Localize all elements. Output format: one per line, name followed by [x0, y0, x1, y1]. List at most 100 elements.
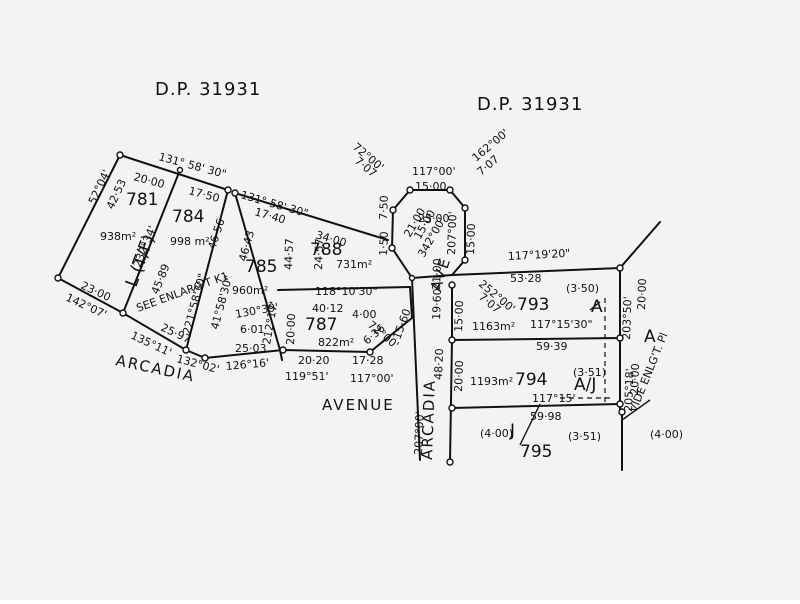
dimension-label: 15·00: [452, 300, 466, 332]
survey-mark: [446, 458, 454, 466]
dimension-label: 117°00': [412, 165, 456, 178]
dimension-label: 15·00: [415, 180, 447, 193]
dimension-label: 7·50: [377, 195, 391, 220]
dimension-label: 17·50: [187, 184, 221, 205]
survey-mark: [446, 186, 454, 194]
dimension-label: 59·39: [536, 340, 568, 353]
lot-area: 1193m²: [470, 375, 513, 388]
lot-area: 998 m²: [170, 235, 210, 248]
survey-mark: [279, 346, 287, 354]
lot-number: 787: [305, 315, 337, 335]
dimension-label: 207°00': [412, 411, 427, 455]
dimension-label: 20·00: [628, 363, 642, 395]
dimension-label: 6·01: [240, 323, 265, 336]
lot-number: 795: [520, 442, 552, 462]
boundary-793-794: [451, 337, 621, 341]
annotation-a-mid: A: [644, 327, 656, 347]
survey-mark: [119, 309, 127, 317]
boundary-octagon-south: [411, 277, 421, 461]
dimension-label: 25·00: [418, 212, 450, 225]
boundary-788-787: [277, 286, 411, 291]
lot-number: 785: [245, 257, 277, 277]
lot-area: 960m²: [232, 284, 268, 297]
dimension-label: 59·98: [530, 410, 562, 423]
dimension-label: 207°00': [445, 211, 460, 255]
easement-lines: [519, 298, 651, 446]
dimension-label: 46·56: [205, 217, 227, 251]
dimension-label: 40·12: [312, 302, 344, 315]
lot-area: 731m²: [336, 258, 372, 271]
dimension-label: 118°10'30": [315, 285, 378, 298]
dimension-label: 24·57: [312, 238, 326, 270]
survey-mark: [231, 189, 239, 197]
survey-mark: [389, 206, 397, 214]
dimension-label: 17·28: [352, 354, 384, 367]
lot-number: 788: [310, 240, 342, 260]
dimension-label: 221°58'30": [180, 272, 209, 336]
dimension-label: 4·00: [352, 308, 377, 321]
dimension-label: 20·00: [132, 170, 166, 191]
dimension-label: 25·03: [235, 342, 267, 355]
survey-mark: [461, 204, 469, 212]
survey-mark: [224, 186, 232, 194]
survey-mark: [618, 408, 626, 416]
dimension-label: 44·57: [282, 238, 296, 270]
boundary-787-east: [369, 286, 413, 353]
dimension-label: 15·60: [391, 307, 414, 341]
dimension-label: 48·20: [432, 348, 446, 380]
dimension-label: 20·00: [452, 360, 466, 392]
annotation-j: J: [509, 421, 515, 441]
survey-mark: [616, 334, 624, 342]
dimension-label: 203°50': [620, 296, 635, 340]
dimension-label: 117°15'30": [530, 318, 593, 331]
survey-mark: [116, 151, 124, 159]
dimension-label: 53·28: [510, 272, 542, 285]
dimension-label: 117°15': [532, 392, 576, 405]
street-avenue: AVENUE: [322, 396, 395, 414]
dimension-label: 117°00': [350, 372, 394, 385]
dimension-label: 20·00: [284, 313, 298, 345]
dimension-label: 20·20: [298, 354, 330, 367]
survey-mark: [201, 354, 209, 362]
survey-mark: [448, 336, 456, 344]
dimension-label: 119°51': [285, 370, 329, 383]
dimension-label: 21·00: [430, 258, 444, 290]
dimension-label: (3·51): [573, 366, 606, 379]
dp-label-west: D.P. 31931: [155, 79, 261, 100]
survey-mark: [366, 348, 374, 356]
boundary-784-785: [185, 189, 229, 351]
dimension-label: 131° 58' 30": [157, 150, 228, 181]
dimension-label: 117°19'20": [507, 247, 570, 263]
lot-area: 938m²: [100, 230, 136, 243]
survey-mark: [388, 244, 396, 252]
easement-j: [519, 403, 541, 446]
annotation-aj: A/J: [574, 375, 596, 395]
survey-mark: [408, 274, 416, 282]
boundary-781-784: [122, 169, 181, 314]
lot-number: 781: [126, 190, 158, 210]
lot-area: 822m²: [318, 336, 354, 349]
dimension-label: 1·50: [377, 231, 391, 256]
dimension-label: 126°16': [225, 356, 269, 373]
dimension-label: (4·00): [650, 428, 683, 441]
boundary-west-frontage: [57, 277, 206, 359]
dp-label-east: D.P. 31931: [477, 94, 583, 115]
survey-mark: [616, 400, 624, 408]
lot-labels: 781 938m² 784 998 m² 785 960m² 788 731m²…: [100, 190, 552, 462]
lot-area: 1163m²: [472, 320, 515, 333]
dimension-label: (3·51): [568, 430, 601, 443]
survey-mark: [182, 346, 190, 354]
survey-mark: [448, 404, 456, 412]
survey-mark: [448, 281, 456, 289]
lot-number: 784: [172, 207, 204, 227]
dimension-label: (4·00): [480, 427, 513, 440]
boundary-north-east: [234, 192, 389, 241]
survey-mark: [406, 186, 414, 194]
dimension-label: 15·00: [464, 223, 478, 255]
lot-number: 794: [515, 370, 547, 390]
leader-a-upper: [589, 301, 601, 311]
street-arcadia-south: ARCADIA: [418, 379, 439, 461]
dimension-label: 20·00: [635, 278, 649, 310]
